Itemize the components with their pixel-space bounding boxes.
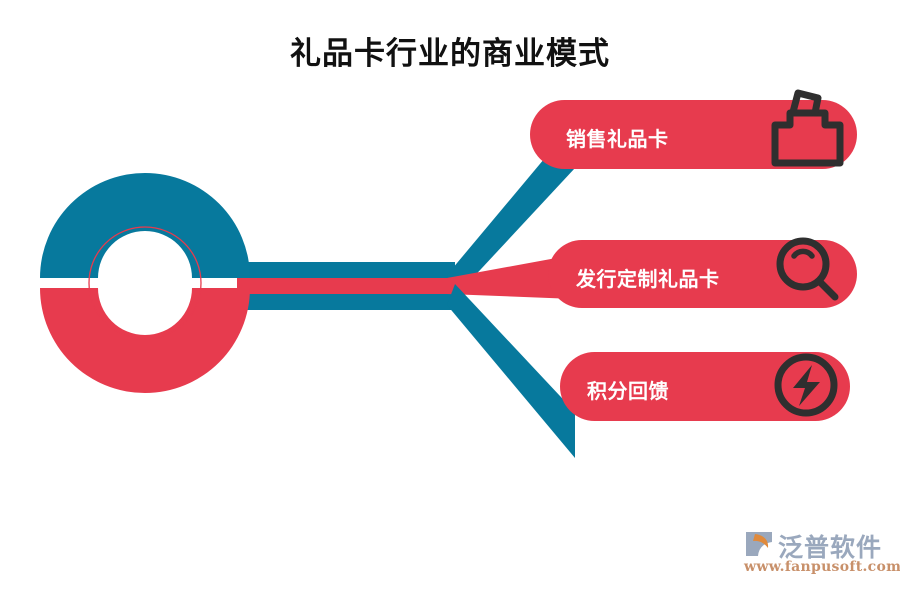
fanpu-logo-icon — [746, 532, 772, 556]
trunk-teal-bottom — [237, 294, 455, 310]
branch-item-3[interactable] — [560, 352, 850, 421]
shopping-bag-icon — [771, 89, 844, 167]
branch-label-1: 销售礼品卡 — [566, 127, 669, 151]
magnifier-icon — [776, 237, 839, 301]
lightning-bolt-icon — [774, 353, 838, 417]
ring-bottom-red — [40, 288, 250, 393]
branch-connector-3 — [447, 284, 575, 458]
pill-background-3[interactable] — [560, 352, 850, 421]
branch-item-2[interactable] — [548, 237, 857, 308]
watermark: 泛普软件 www.fanpusoft.com — [742, 526, 900, 584]
branch-label-2: 发行定制礼品卡 — [576, 267, 720, 291]
trunk-teal-top — [237, 262, 455, 278]
central-ring — [40, 173, 250, 393]
branch-item-1[interactable] — [530, 89, 857, 169]
trunk-connector — [237, 262, 455, 310]
trunk-red-stripe — [237, 278, 455, 294]
branch-connector-1 — [447, 122, 575, 297]
ring-top-teal — [40, 173, 250, 278]
watermark-url: www.fanpusoft.com — [744, 559, 900, 575]
branch-label-3: 积分回馈 — [587, 379, 669, 403]
ring-inner-outline — [88, 226, 202, 340]
watermark-brand: 泛普软件 — [778, 533, 883, 562]
page-title: 礼品卡行业的商业模式 — [290, 36, 610, 72]
